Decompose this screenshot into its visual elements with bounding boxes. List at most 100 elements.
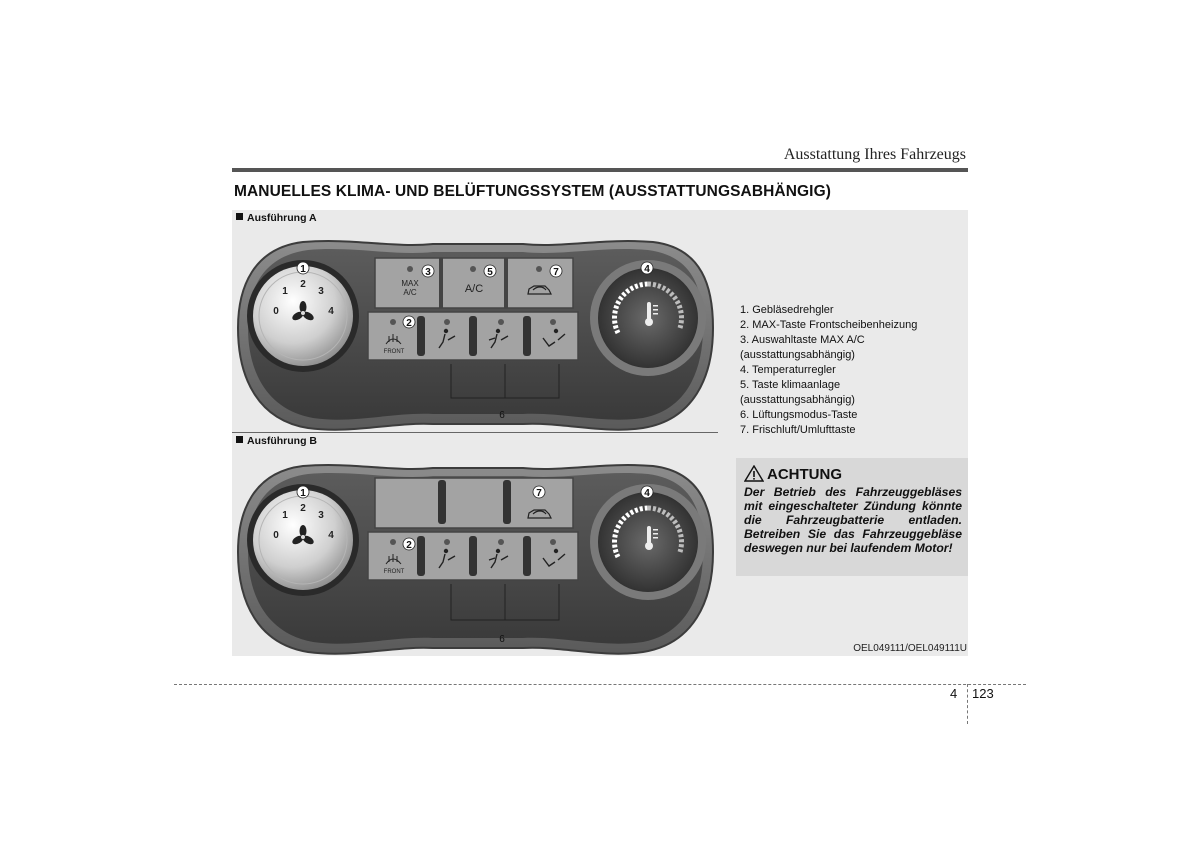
callout-4-bubble [640,485,654,499]
fan-knob-face [253,490,353,590]
callout-2-bubble [402,315,416,329]
recirculation-button[interactable] [527,509,552,519]
temp-scale-cool [647,505,684,553]
fan-scale-0: 0 [273,306,279,317]
chapter-title: Ausstattung Ihres Fahrzeugs [783,146,966,163]
callout-2: 2 [406,318,412,329]
callout-4: 4 [644,264,650,275]
legend-item: 6. Lüftungsmodus-Taste [740,409,858,421]
vent-mode-button-1[interactable] [438,319,456,349]
callout-6-leader [450,364,560,399]
callout-6-leader [450,584,560,621]
section-title: MANUELLES KLIMA- UND BELÜFTUNGSSYSTEM (A… [234,183,831,200]
bottom-divider-2 [469,316,477,356]
variant-divider [232,432,718,433]
bottom-divider-3 [523,536,531,576]
bottom-divider-1 [417,536,425,576]
fan-knob-face [253,266,353,366]
temp-scale-cool [647,281,684,329]
recirculation-car-icon [527,285,552,295]
thermometer-icon [645,302,658,326]
front-label: FRONT [384,569,405,575]
variant-a-label: Ausführung A [236,212,317,224]
top-button-divider-1 [438,480,446,524]
callout-5: 5 [487,267,493,278]
vent-mode-icon [542,548,566,567]
fan-icon [292,301,314,321]
recirculation-button[interactable] [527,266,552,295]
callout-1-bubble [296,261,310,275]
legend-item: 4. Temperaturregler [740,364,836,376]
defrost-front-icon [385,554,402,565]
vent-mode-button-2[interactable] [488,319,509,349]
callout-7-bubble [532,485,546,499]
defrost-front-icon [385,334,402,345]
variant-b-label-text: Ausführung B [247,435,317,447]
vent-mode-icon [438,548,456,569]
fan-scale-1: 1 [282,510,288,521]
legend-item: 2. MAX-Taste Frontscheibenheizung [740,319,918,331]
callout-6: 6 [499,410,505,421]
callout-6: 6 [499,634,505,645]
warning-heading: ACHTUNG [743,464,842,483]
warning-text: Der Betrieb des Fahrzeuggebläses mit ein… [744,485,962,555]
vent-mode-icon [488,328,509,349]
vent-mode-button-2[interactable] [488,539,509,569]
callout-2-bubble [402,537,416,551]
legend-item: 5. Taste klimaanlage (ausstattungsabhäng… [740,379,855,406]
fan-scale-2: 2 [300,279,306,290]
front-defrost-button[interactable]: FRONT [384,539,405,575]
callout-5-bubble [483,264,497,278]
legend-list: 1. Gebläsedrehgler 2. MAX-Taste Frontsch… [740,303,968,438]
header-rule [232,168,968,172]
vent-mode-icon [438,328,456,349]
fan-scale-2: 2 [300,503,306,514]
bottom-divider-2 [469,536,477,576]
footer-rule [174,684,1026,685]
front-defrost-button[interactable]: FRONT [384,319,405,355]
legend-item: 1. Gebläsedrehgler [740,304,834,316]
ac-label: A/C [465,283,483,295]
fan-scale-4: 4 [328,306,334,317]
vent-mode-icon [542,328,566,347]
ac-button[interactable]: A/C [465,266,483,295]
vent-mode-icon [488,548,509,569]
max-ac-label-2: A/C [403,288,417,297]
legend-item: 3. Auswahltaste MAX A/C (ausstattungsabh… [740,334,865,361]
callout-7-bubble [549,264,563,278]
callout-4-bubble [640,261,654,275]
fan-scale-4: 4 [328,530,334,541]
max-ac-button[interactable]: MAX A/C [401,266,419,297]
fan-scale-0: 0 [273,530,279,541]
vent-mode-button-3[interactable] [542,319,566,347]
legend-item: 7. Frischluft/Umlufttaste [740,424,856,436]
fan-icon [292,525,314,545]
callout-2: 2 [406,540,412,551]
vent-mode-button-3[interactable] [542,539,566,567]
variant-a-label-text: Ausführung A [247,212,317,224]
climate-panel-b: 2 1 3 0 4 1 4 7 FRONT [236,464,715,655]
warning-triangle-icon [743,464,765,482]
figure-code: OEL049111/OEL049111U [853,643,967,654]
vent-mode-button-1[interactable] [438,539,456,569]
warning-box: ACHTUNG Der Betrieb des Fahrzeuggebläses… [736,458,968,576]
max-ac-label-1: MAX [401,279,419,288]
page-number: 123 [972,686,994,701]
bottom-divider-3 [523,316,531,356]
callout-4: 4 [644,488,650,499]
front-label: FRONT [384,349,405,355]
fan-scale-1: 1 [282,286,288,297]
bottom-divider-1 [417,316,425,356]
climate-panel-a: 2 1 3 0 4 1 4 MAX A/C 3 A/C 5 [236,240,715,431]
callout-1-bubble [296,485,310,499]
top-button-divider-2 [503,480,511,524]
callout-7: 7 [536,488,542,499]
callout-7: 7 [553,267,559,278]
callout-3: 3 [425,267,431,278]
thermometer-icon [645,526,658,550]
callout-3-bubble [421,264,435,278]
callout-1: 1 [300,488,306,499]
fan-scale-3: 3 [318,286,324,297]
top-button-row [374,477,574,529]
variant-b-label: Ausführung B [236,435,317,447]
